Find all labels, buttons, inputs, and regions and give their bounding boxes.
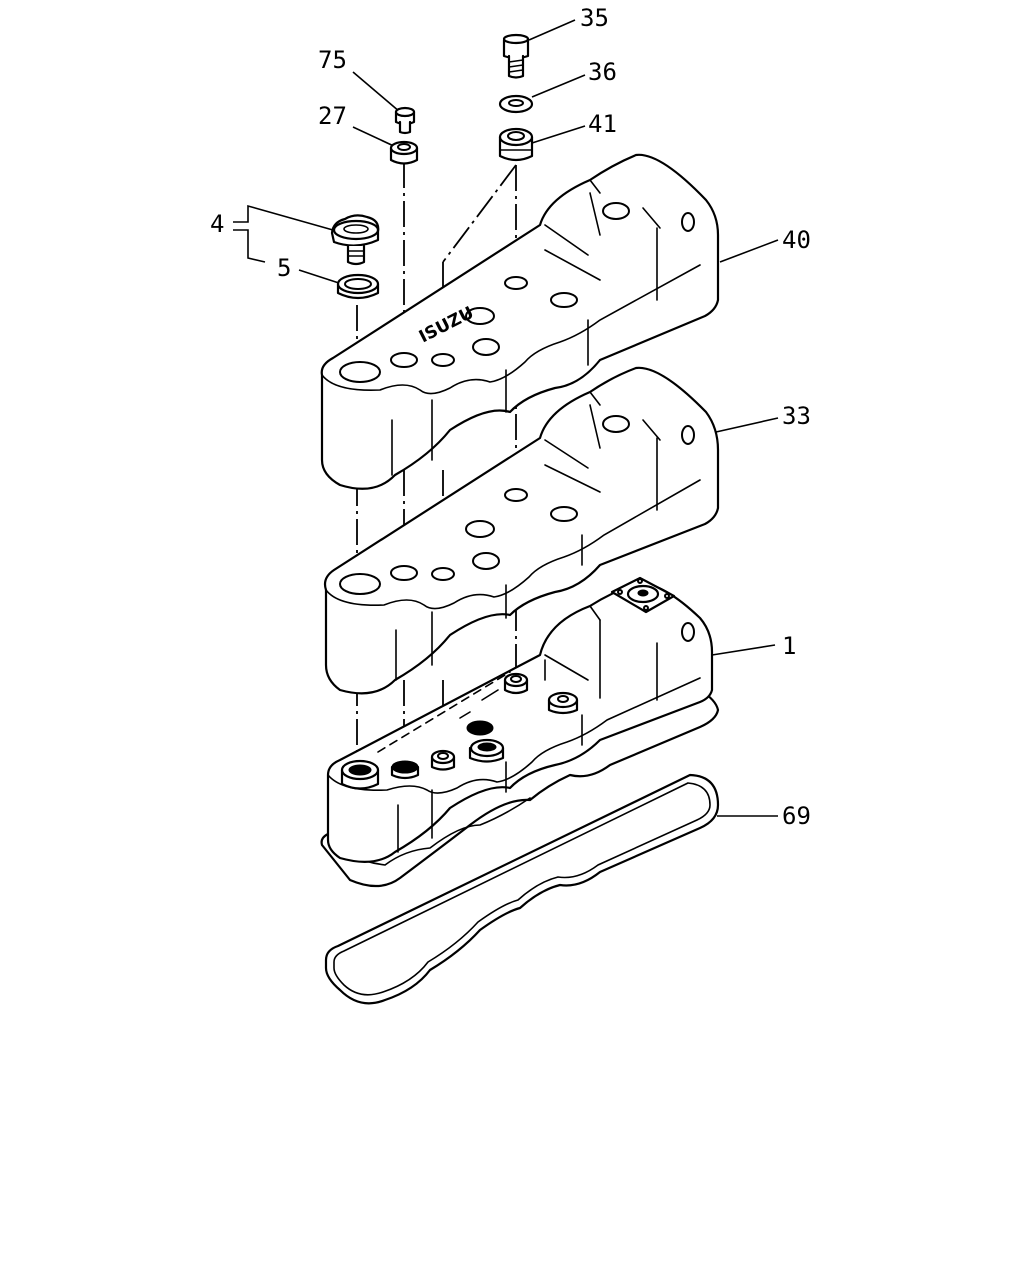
callout-69: 69	[782, 802, 811, 830]
bolt-75	[394, 106, 416, 135]
callout-35: 35	[580, 4, 609, 32]
callout-41: 41	[588, 110, 617, 138]
valve-cover-1	[320, 576, 720, 888]
callout-36: 36	[588, 58, 617, 86]
gasket-ring-5	[336, 273, 380, 300]
cover-40: ISUZU	[320, 153, 720, 490]
bolt-35	[502, 33, 530, 79]
callout-75: 75	[318, 46, 347, 74]
callout-27: 27	[318, 102, 347, 130]
gasket-69	[324, 773, 720, 1005]
oil-filler-cap-4	[330, 214, 380, 266]
cover-33	[323, 366, 720, 695]
grommet-41	[498, 127, 534, 162]
grommet-27	[389, 140, 419, 165]
washer-36	[498, 94, 534, 114]
callout-4: 4	[210, 210, 224, 238]
callout-1: 1	[782, 632, 796, 660]
callout-5: 5	[277, 254, 291, 282]
callout-40: 40	[782, 226, 811, 254]
callout-33: 33	[782, 402, 811, 430]
leader-lines	[233, 19, 779, 817]
callout-labels: 35 36 41 75 27 4 5 40 33 1 69	[210, 4, 811, 830]
